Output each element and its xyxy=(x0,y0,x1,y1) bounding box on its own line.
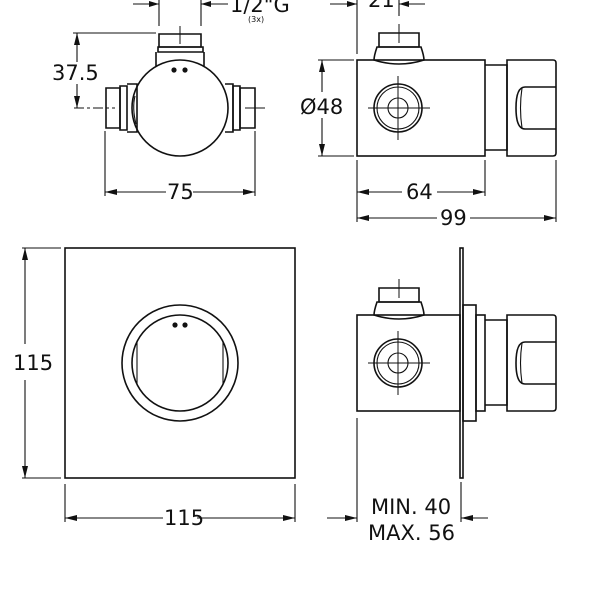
front-plate-view: 115 115 xyxy=(13,247,296,530)
min-depth-label: MIN. 40 xyxy=(371,495,451,519)
plate-height-label: 115 xyxy=(13,351,53,375)
height-offset-label: 37.5 xyxy=(52,61,99,85)
indicator-dot xyxy=(172,322,178,328)
right-inlet-nut xyxy=(232,85,241,131)
plate-width-label: 115 xyxy=(164,506,204,530)
indicator-dot xyxy=(171,67,177,73)
body-cylinder xyxy=(356,59,486,157)
valve-body-circle xyxy=(131,59,229,157)
indicator-dot xyxy=(182,322,188,328)
handle-flats xyxy=(136,342,224,384)
handle xyxy=(506,314,557,412)
side-installed-view: MIN. 40 MAX. 56 xyxy=(327,247,557,545)
side-body-view: 21 Ø48 64 99 xyxy=(300,0,557,230)
handle-grip xyxy=(515,86,556,130)
width-label: 75 xyxy=(167,180,194,204)
left-inlet-neck xyxy=(127,83,138,133)
handle-ring-inner xyxy=(131,314,229,412)
body-neck xyxy=(485,319,508,406)
body-length-label: 64 xyxy=(406,180,433,204)
body-neck xyxy=(485,64,508,151)
inlet-spacing-label: 21 xyxy=(368,0,395,12)
top-inlet-nut xyxy=(157,46,204,53)
max-depth-label: MAX. 56 xyxy=(368,521,455,545)
top-inlet-neck xyxy=(155,52,205,66)
plate-flange xyxy=(462,304,477,422)
top-inlet-nut xyxy=(373,301,425,320)
indicator-dot xyxy=(182,67,188,73)
cover-plate xyxy=(64,247,296,479)
body-collar xyxy=(475,314,486,412)
right-inlet-neck xyxy=(225,83,234,133)
handle-ring-outer xyxy=(121,304,239,422)
thread-dim-label: 1/2"G xyxy=(230,0,290,17)
diameter-label: Ø48 xyxy=(300,95,343,119)
top-inlet-nut xyxy=(373,46,425,65)
body-edge-left xyxy=(133,95,137,125)
handle-grip xyxy=(515,341,556,385)
thread-count-label: (3x) xyxy=(248,15,264,24)
front-body-view: 1/2"G (3x) 37.5 75 xyxy=(52,0,290,204)
left-inlet-nut xyxy=(119,85,128,131)
overall-length-label: 99 xyxy=(440,206,467,230)
handle xyxy=(506,59,557,157)
